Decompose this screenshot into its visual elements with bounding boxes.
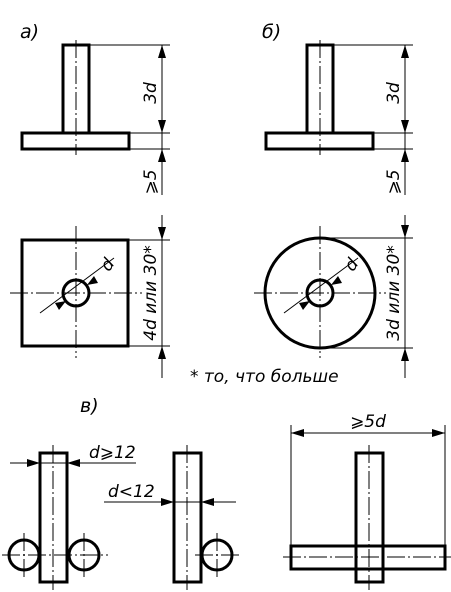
panel-b: б) 3d ⩾5 d [254,21,413,378]
panel-c-right-figure: ⩾5d [283,412,451,590]
panel-a-height-dim: 3d [141,82,161,104]
panel-a-hole-leader [39,257,115,314]
panel-b-height-dim: 3d [384,82,404,104]
panel-b-side-view: 3d ⩾5 [264,40,413,195]
panel-a: а) 3d ⩾5 [10,21,170,378]
panel-c-middle-figure: d<12 [104,445,240,590]
panel-c-middle-dim: d<12 [108,482,155,502]
panel-b-label: б) [262,21,281,43]
panel-b-size-dim: 3d или 30* [384,245,404,341]
panel-c-left-figure: d⩾12 [2,443,136,590]
panel-b-hole-dim: d [341,255,364,275]
panel-b-hole-leader [283,257,359,314]
panel-c-label: в) [80,395,99,417]
panel-a-label: а) [20,21,39,43]
panel-a-gap-dim: ⩾5 [141,169,161,194]
panel-a-side-view: 3d ⩾5 [20,40,170,195]
panel-c-left-dim: d⩾12 [89,443,136,463]
footnote: * то, что больше [190,367,339,387]
panel-a-size-dim: 4d или 30* [141,245,161,341]
panel-b-top-view: d 3d или 30* [254,215,413,378]
panel-a-top-view: d 4d или 30* [10,215,170,378]
panel-b-gap-dim: ⩾5 [384,169,404,194]
panel-c-right-dim: ⩾5d [350,412,386,432]
panel-c: в) d⩾12 d<12 [2,395,451,590]
panel-a-hole-dim: d [97,255,120,275]
